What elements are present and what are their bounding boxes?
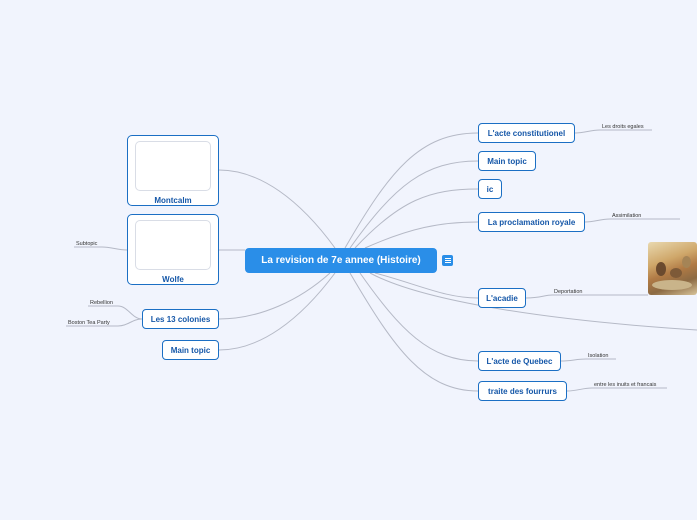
subtopic-droits-egales[interactable]: Les droits egales [602,124,644,130]
subtopic-assimilation[interactable]: Assimilation [612,213,642,219]
topic-wolfe-label: Wolfe [162,275,184,284]
collapse-menu-icon[interactable] [442,255,453,266]
topic-main-topic-left[interactable]: Main topic [162,340,219,360]
topic-montcalm[interactable]: Montcalm [127,135,219,206]
topic-montcalm-label: Montcalm [154,196,192,205]
subtopic-deportation[interactable]: Deportation [554,289,583,295]
subtopic-boston-tea-party[interactable]: Boston Tea Party [68,320,110,326]
topic-acte-de-quebec[interactable]: L'acte de Quebec [478,351,561,371]
montcalm-image-placeholder [135,141,211,191]
subtopic-inuits-francais[interactable]: entre les inuits et francais [594,382,657,388]
subtopic-rebellion[interactable]: Rebellion [90,300,113,306]
topic-13-colonies[interactable]: Les 13 colonies [142,309,219,329]
topic-main-topic-right[interactable]: Main topic [478,151,536,171]
topic-acadie[interactable]: L'acadie [478,288,526,308]
central-topic[interactable]: La revision de 7e annee (Histoire) [245,248,437,273]
topic-acte-constitutionel[interactable]: L'acte constitutionel [478,123,575,143]
subtopic-wolfe[interactable]: Subtopic [76,241,98,247]
acadia-painting-image[interactable] [648,242,697,295]
topic-proclamation-royale[interactable]: La proclamation royale [478,212,585,232]
topic-traite-des-fourrurs[interactable]: traite des fourrurs [478,381,567,401]
subtopic-isolation[interactable]: Isolation [588,353,609,359]
topic-wolfe[interactable]: Wolfe [127,214,219,285]
topic-ic[interactable]: ic [478,179,502,199]
wolfe-image-placeholder [135,220,211,270]
